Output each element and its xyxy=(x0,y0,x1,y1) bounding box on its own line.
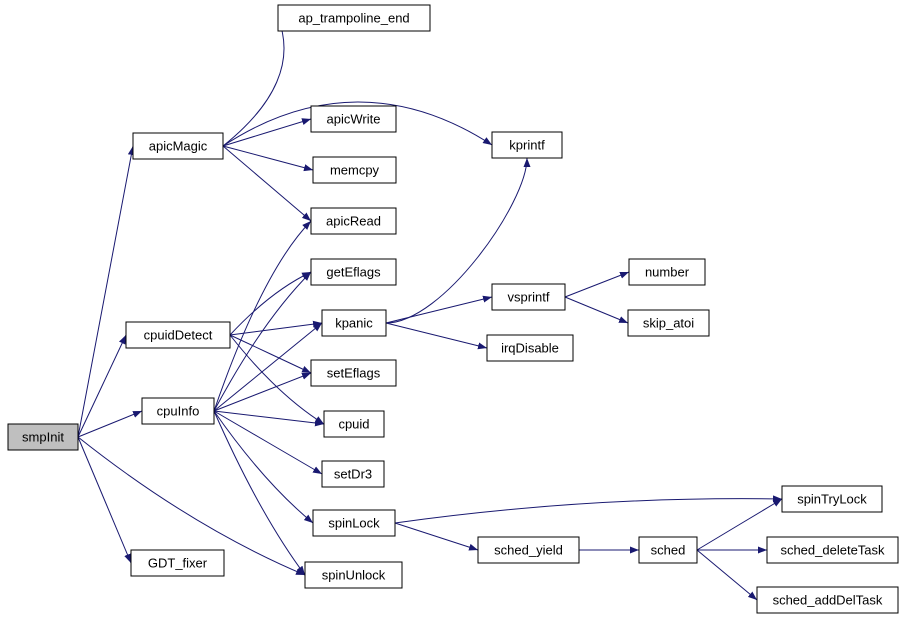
node-sched[interactable]: sched xyxy=(638,536,698,564)
node-box-spinUnlock[interactable] xyxy=(304,561,403,589)
edge-cpuInfo-getEflags xyxy=(213,271,312,412)
node-GDT_fixer[interactable]: GDT_fixer xyxy=(130,549,225,577)
node-cpuid[interactable]: cpuid xyxy=(323,410,385,438)
edge-cpuInfo-cpuid xyxy=(213,410,325,427)
edge-apicMagic-ap_trampoline_end xyxy=(222,17,285,147)
node-box-apicRead[interactable] xyxy=(310,207,397,235)
node-box-cpuidDetect[interactable] xyxy=(125,321,231,349)
node-sched_addDelTask[interactable]: sched_addDelTask xyxy=(756,586,899,614)
node-setDr3[interactable]: setDr3 xyxy=(321,460,385,488)
edge-cpuInfo-kpanic xyxy=(213,322,323,412)
edge-smpInit-cpuidDetect xyxy=(77,334,127,438)
edge-apicMagic-apicWrite xyxy=(222,118,312,147)
node-box-skip_atoi[interactable] xyxy=(627,309,710,337)
edge-cpuInfo-setEflags xyxy=(213,372,312,412)
node-box-ap_trampoline_end[interactable] xyxy=(277,4,431,32)
node-box-kprintf[interactable] xyxy=(491,131,563,159)
node-box-memcpy[interactable] xyxy=(312,156,397,184)
node-ap_trampoline_end[interactable]: ap_trampoline_end xyxy=(277,4,431,32)
edge-cpuInfo-apicRead xyxy=(213,220,312,412)
node-cpuInfo[interactable]: cpuInfo xyxy=(141,397,215,425)
edge-cpuidDetect-cpuid xyxy=(229,334,325,425)
node-box-cpuInfo[interactable] xyxy=(141,397,215,425)
node-number[interactable]: number xyxy=(628,258,706,286)
node-layer: smpInit ap_trampoline_end apicMagic apicWri… xyxy=(7,4,899,614)
edge-spinLock-sched_yield xyxy=(394,522,479,551)
node-box-apicMagic[interactable] xyxy=(132,132,224,160)
node-box-sched[interactable] xyxy=(638,536,698,564)
node-sched_deleteTask[interactable]: sched_deleteTask xyxy=(766,536,899,564)
node-spinUnlock[interactable]: spinUnlock xyxy=(304,561,403,589)
edge-layer xyxy=(77,17,783,601)
edge-vsprintf-skip_atoi xyxy=(564,296,629,324)
node-box-cpuid[interactable] xyxy=(323,410,385,438)
node-box-setEflags[interactable] xyxy=(310,359,397,387)
edge-cpuInfo-spinUnlock xyxy=(213,410,306,576)
node-kpanic[interactable]: kpanic xyxy=(321,309,387,337)
node-spinLock[interactable]: spinLock xyxy=(312,509,396,537)
node-box-setDr3[interactable] xyxy=(321,460,385,488)
edge-spinLock-spinTryLock xyxy=(394,495,783,524)
edge-smpInit-spinUnlock xyxy=(77,436,306,576)
node-box-kpanic[interactable] xyxy=(321,309,387,337)
node-smpInit[interactable]: smpInit xyxy=(7,423,79,451)
edge-apicMagic-kprintf xyxy=(222,101,493,147)
edge-sched-spinTryLock xyxy=(696,498,783,551)
edge-sched-sched_addDelTask xyxy=(696,549,758,601)
node-box-sched_addDelTask[interactable] xyxy=(756,586,899,614)
node-box-irqDisable[interactable] xyxy=(486,334,574,362)
edge-kpanic-irqDisable xyxy=(385,322,488,350)
edge-smpInit-apicMagic xyxy=(77,145,135,438)
edge-cpuidDetect-setEflags xyxy=(229,334,312,374)
node-box-spinLock[interactable] xyxy=(312,509,396,537)
node-box-apicWrite[interactable] xyxy=(310,105,397,133)
edge-cpuInfo-spinLock xyxy=(213,410,314,524)
node-box-number[interactable] xyxy=(628,258,706,286)
node-box-sched_deleteTask[interactable] xyxy=(766,536,899,564)
node-box-getEflags[interactable] xyxy=(310,258,397,286)
node-memcpy[interactable]: memcpy xyxy=(312,156,397,184)
node-box-vsprintf[interactable] xyxy=(491,283,566,311)
node-spinTryLock[interactable]: spinTryLock xyxy=(781,485,883,513)
edge-kpanic-vsprintf xyxy=(385,295,493,324)
edge-apicMagic-apicRead xyxy=(222,145,312,222)
edge-smpInit-GDT_fixer xyxy=(77,436,132,564)
edge-smpInit-cpuInfo xyxy=(77,410,143,438)
node-box-sched_yield[interactable] xyxy=(477,536,580,564)
node-cpuidDetect[interactable]: cpuidDetect xyxy=(125,321,231,349)
edge-cpuInfo-setDr3 xyxy=(213,410,323,475)
node-apicMagic[interactable]: apicMagic xyxy=(132,132,224,160)
node-kprintf[interactable]: kprintf xyxy=(491,131,563,159)
node-box-smpInit[interactable] xyxy=(7,423,79,451)
edge-vsprintf-number xyxy=(564,271,630,298)
node-apicRead[interactable]: apicRead xyxy=(310,207,397,235)
node-sched_yield[interactable]: sched_yield xyxy=(477,536,580,564)
node-irqDisable[interactable]: irqDisable xyxy=(486,334,574,362)
node-box-GDT_fixer[interactable] xyxy=(130,549,225,577)
node-vsprintf[interactable]: vsprintf xyxy=(491,283,566,311)
edge-apicMagic-memcpy xyxy=(222,145,314,172)
node-getEflags[interactable]: getEflags xyxy=(310,258,397,286)
node-box-spinTryLock[interactable] xyxy=(781,485,883,513)
node-setEflags[interactable]: setEflags xyxy=(310,359,397,387)
node-apicWrite[interactable]: apicWrite xyxy=(310,105,397,133)
node-skip_atoi[interactable]: skip_atoi xyxy=(627,309,710,337)
